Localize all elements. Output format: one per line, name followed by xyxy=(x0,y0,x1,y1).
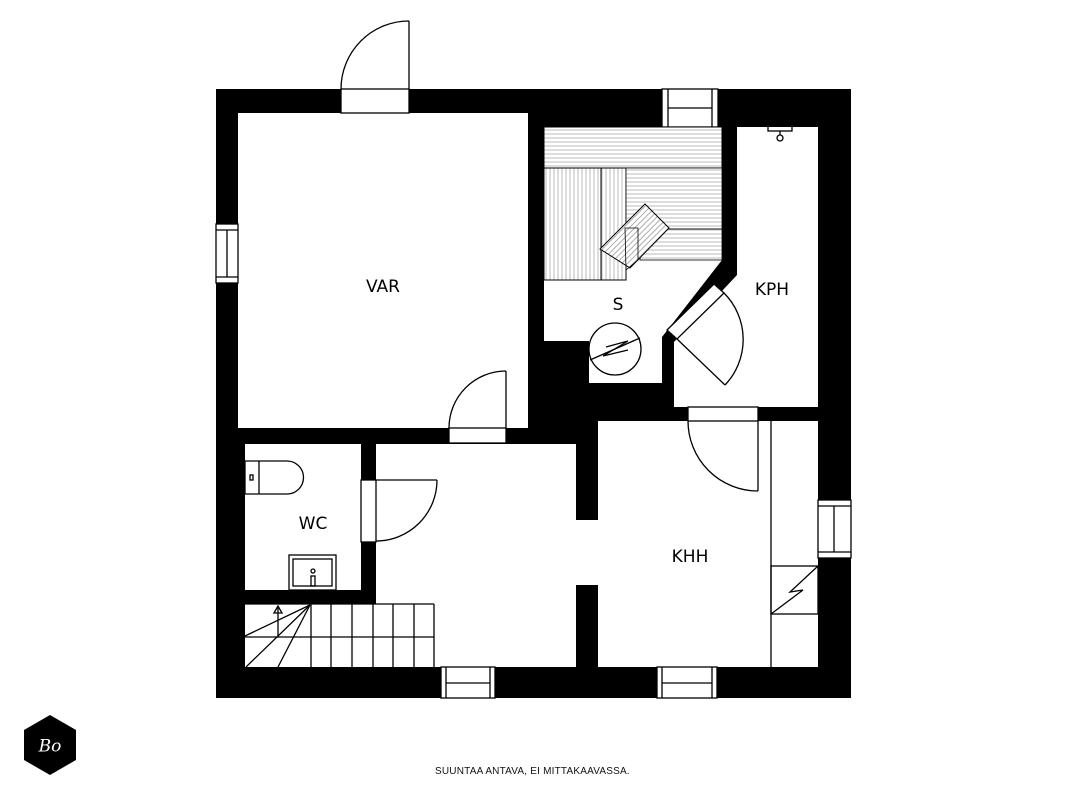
utility-cabinet xyxy=(770,421,819,667)
room-var xyxy=(238,113,528,428)
room-wc xyxy=(245,444,361,590)
room-label-wc: WC xyxy=(299,514,328,534)
room-khh xyxy=(598,421,818,667)
sink-icon xyxy=(288,554,337,591)
room-label-khh: KHH xyxy=(672,547,709,567)
logo: Bo xyxy=(24,715,76,775)
room-label-var: VAR xyxy=(366,277,400,297)
svg-text:Bo: Bo xyxy=(38,737,62,757)
window-bottom-hall xyxy=(440,666,496,699)
sauna-heater xyxy=(588,322,642,376)
room-label-kph: KPH xyxy=(755,280,789,300)
room-hall xyxy=(245,444,576,667)
khh-door xyxy=(687,406,759,492)
sauna-door xyxy=(666,283,744,386)
var-door xyxy=(448,370,507,444)
window-top-sauna xyxy=(661,88,719,128)
opening-hall-khh xyxy=(575,520,599,585)
room-label-sauna: S xyxy=(613,295,624,315)
toilet-icon xyxy=(244,460,305,495)
window-bottom-khh xyxy=(656,666,718,699)
wc-door xyxy=(360,479,438,543)
shower-icon xyxy=(767,125,793,142)
entrance-door xyxy=(340,20,410,114)
disclaimer-text: SUUNTAA ANTAVA, EI MITTAKAAVASSA. xyxy=(435,766,630,777)
staircase xyxy=(244,603,435,668)
window-right xyxy=(817,499,852,559)
sauna-benches xyxy=(543,126,723,281)
room-kph xyxy=(674,127,818,407)
window-left xyxy=(215,223,239,284)
